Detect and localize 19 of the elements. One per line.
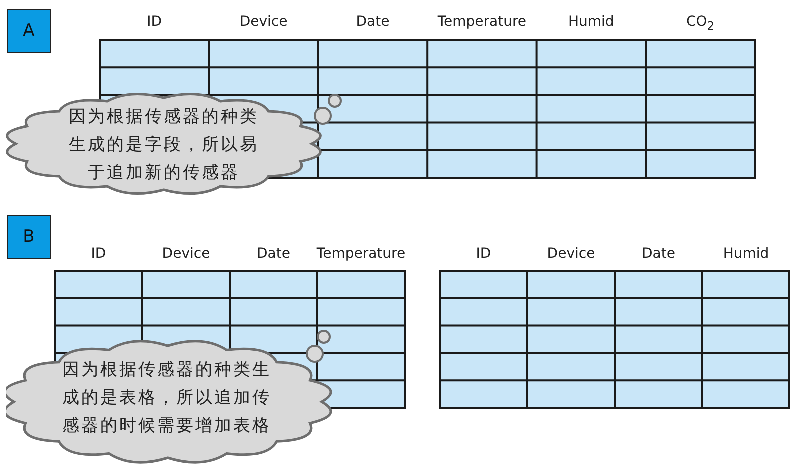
thought-cloud	[6, 92, 342, 198]
column-header: Humid	[723, 246, 770, 262]
column-header: Temperature	[438, 14, 527, 30]
column-header: Temperature	[316, 246, 406, 262]
column-header: CO$_{2}$	[686, 14, 715, 33]
column-header: Device	[547, 246, 596, 262]
column-header: Date	[257, 246, 290, 262]
column-header: ID	[91, 246, 106, 262]
thought-text: 因为根据传感器的种类生成的是表格，所以追加传感器的时候需要增加表格	[62, 359, 272, 438]
thought-text: 因为根据传感器的种类生成的是字段，所以易于追加新的传感器	[68, 106, 260, 185]
column-header: Device	[240, 14, 288, 30]
column-header: Date	[356, 14, 390, 30]
column-header: Device	[162, 246, 210, 262]
column-header: Humid	[568, 14, 614, 30]
section-badge: B	[7, 215, 51, 259]
section-badge: A	[7, 9, 51, 53]
column-header: ID	[476, 246, 492, 262]
column-header: Date	[642, 246, 676, 262]
column-header: ID	[147, 14, 162, 30]
